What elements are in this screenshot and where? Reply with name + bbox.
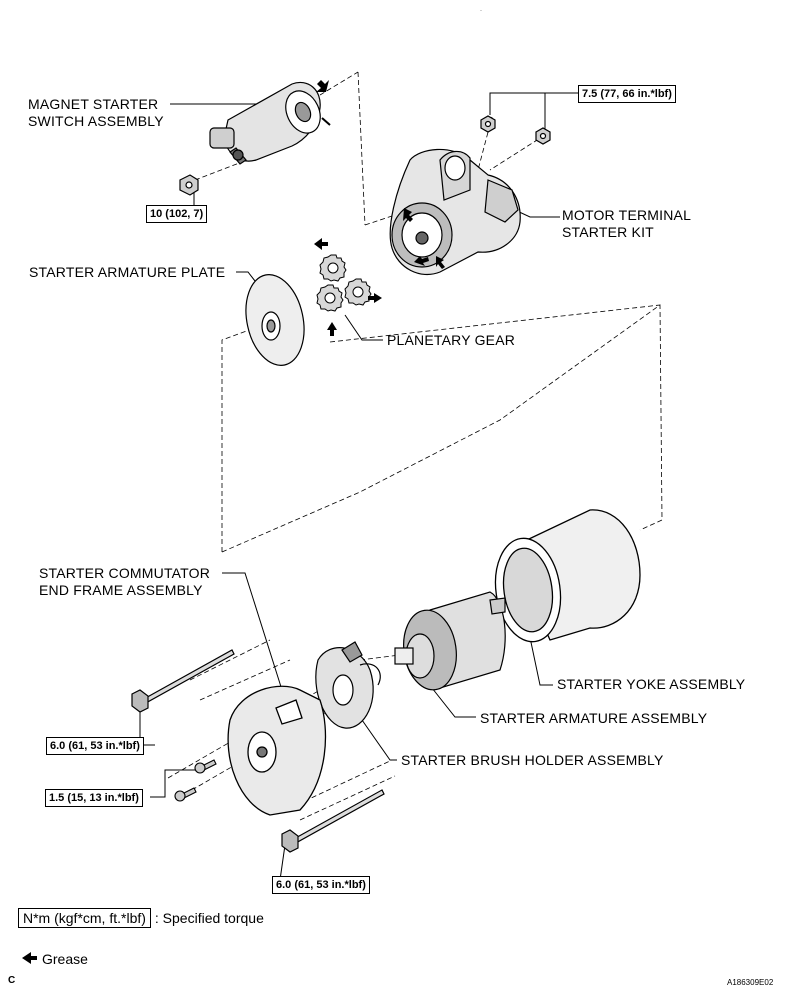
through-bolt-upper [131,649,235,713]
yoke-drawing [494,509,641,643]
magnet-switch-drawing [209,81,331,165]
label-line-1: MOTOR TERMINAL [562,207,692,223]
label-magnet-switch: MAGNET STARTER SWITCH ASSEMBLY [28,96,164,130]
torque-bolt-lower: 6.0 (61, 53 in.*lbf) [272,876,370,894]
magnet-switch-nut [179,174,199,196]
legend-grease: Grease [42,951,88,967]
label-line-1: STARTER COMMUTATOR [39,565,211,581]
armature-plate-drawing [245,274,305,366]
end-frame-drawing [227,685,327,816]
torque-bolt-upper: 6.0 (61, 53 in.*lbf) [46,737,144,755]
label-planetary-gear: PLANETARY GEAR [387,332,516,348]
motor-terminal-kit-drawing [389,148,521,276]
armature-drawing [394,591,506,691]
label-line-2: STARTER KIT [562,224,654,240]
through-bolt-lower [281,789,385,853]
label-armature: STARTER ARMATURE ASSEMBLY [480,710,708,726]
screws [174,759,217,802]
label-motor-terminal: MOTOR TERMINAL STARTER KIT [562,207,691,241]
terminal-nuts [480,115,551,145]
legend-torque: N*m (kgf*cm, ft.*lbf): Specified torque [18,908,264,928]
label-armature-plate: STARTER ARMATURE PLATE [29,264,226,280]
grease-arrows [22,80,445,964]
brush-holder-drawing [315,641,381,729]
torque-screw: 1.5 (15, 13 in.*lbf) [45,789,143,807]
label-yoke: STARTER YOKE ASSEMBLY [557,676,746,692]
svg-text:·: · [480,8,482,14]
label-line-2: SWITCH ASSEMBLY [28,113,164,129]
label-line-1: MAGNET STARTER [28,96,159,112]
label-commutator-frame: STARTER COMMUTATOR END FRAME ASSEMBLY [39,565,210,599]
label-line-2: END FRAME ASSEMBLY [39,582,203,598]
planetary-gears [316,254,372,312]
torque-nut-top: 7.5 (77, 66 in.*lbf) [578,85,676,103]
legend-unit-box: N*m (kgf*cm, ft.*lbf) [18,908,151,928]
legend-unit-desc: : Specified torque [154,910,264,926]
figure-code: A186309E02 [727,978,774,987]
label-brush-holder: STARTER BRUSH HOLDER ASSEMBLY [401,752,664,768]
footer-letter: C [8,975,16,986]
torque-nut-left: 10 (102, 7) [146,205,208,223]
